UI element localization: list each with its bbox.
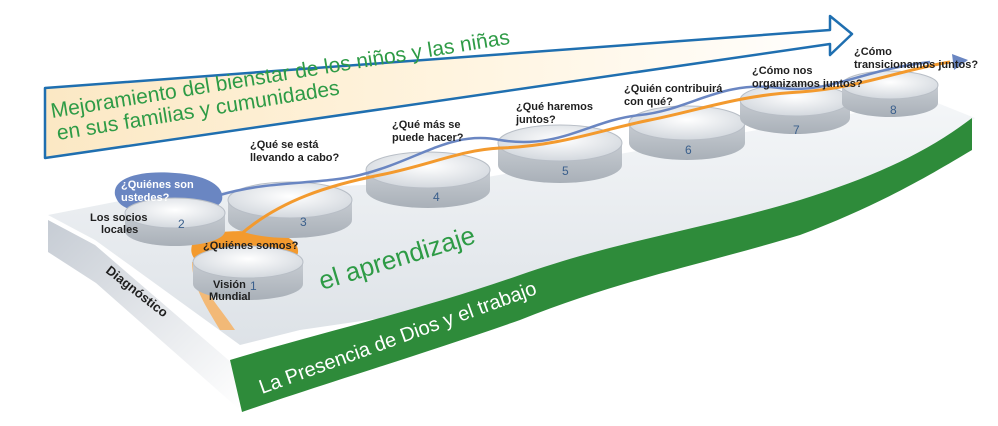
question-line: ¿Cómo [854,46,892,58]
question-line: ¿Quién contribuirá [624,83,723,95]
step-disk-4: 4 [365,151,491,208]
flow-end-arrow [952,54,968,70]
step-number-3: 3 [300,215,307,229]
step-question-1: ¿Quiénes somos? [203,240,299,252]
green-base [230,118,972,412]
step-number-8: 8 [890,103,897,117]
blue-flow-line [219,60,931,197]
step-number-4: 4 [433,190,440,204]
question-line: con qué? [624,96,673,108]
question-line: ¿Qué haremos [516,101,593,113]
question-line: ustedes? [121,192,170,204]
improvement-arrow [43,14,854,160]
question-line: llevando a cabo? [250,152,340,164]
step-disk-5: 5 [497,124,623,183]
step-number-6: 6 [685,143,692,157]
partners-label-line1: Los socios [90,212,147,224]
orange-flow-line [239,60,951,237]
partners-label: Los socios locales [90,212,151,236]
diagnostic-face [48,220,240,410]
worldview-label-line2: Mundial [209,291,251,303]
worldview-label: Visión Mundial [209,279,251,303]
question-line: ¿Quiénes son [121,179,194,191]
partners-label-line2: locales [101,224,138,236]
step-disk-8: 8 [841,70,939,117]
step-number-7: 7 [793,123,800,137]
step-number-2: 2 [178,217,185,231]
question-line: ¿Qué más se [392,119,460,131]
step-disk-6: 6 [628,105,746,160]
question-line: ¿Cómo nos [752,65,813,77]
step-disk-2: 2 [124,197,226,246]
disk-top [192,245,304,279]
step-disk-1: 1 [192,245,304,300]
disk-top [124,197,226,229]
worldview-label-line1: Visión [213,279,246,291]
question-line: transicionamos juntos? [854,59,978,71]
disk-top [365,151,491,189]
step-number-1: 1 [250,279,257,293]
step-disk-7: 7 [739,83,851,137]
question-line: puede hacer? [392,132,464,144]
question-line: ¿Quiénes somos? [203,240,299,252]
question-line: juntos? [515,114,556,126]
step-number-5: 5 [562,164,569,178]
question-line: organizamos juntos? [752,78,863,90]
step-disks: 2 1 3 4 5 6 7 8 [124,70,939,300]
question-line: ¿Qué se está [250,139,319,151]
disk-top [841,70,939,100]
